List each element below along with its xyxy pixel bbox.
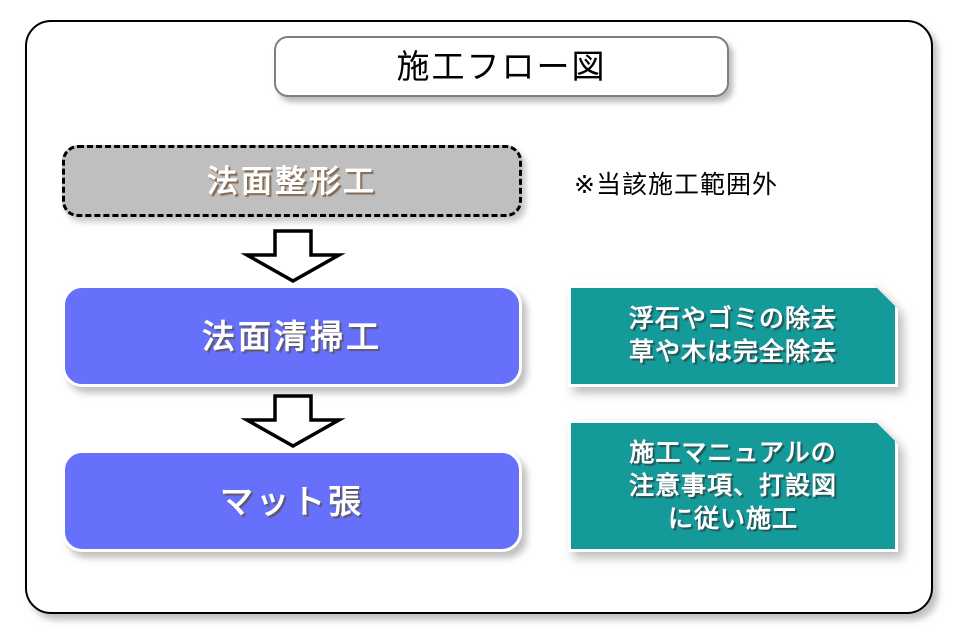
callout-shape: 施工マニュアルの 注意事項、打設図 に従い施工 <box>568 420 898 552</box>
callout-box-mat: 施工マニュアルの 注意事項、打設図 に従い施工 <box>568 420 898 552</box>
page-title: 施工フロー図 <box>396 48 607 85</box>
step-label-mat-laying: マット張 <box>220 482 364 520</box>
step-box-mat-laying: マット張 <box>62 450 522 552</box>
down-arrow-icon <box>240 394 346 449</box>
step-box-slope-cleaning: 法面清掃工 <box>62 285 522 387</box>
scope-note: ※当該施工範囲外 <box>574 171 778 199</box>
callout-text-mat: 施工マニュアルの 注意事項、打設図 に従い施工 <box>628 438 837 533</box>
callout-box-cleaning: 浮石やゴミの除去 草や木は完全除去 <box>568 285 898 387</box>
step-label-slope-shaping: 法面整形工 <box>207 163 377 199</box>
step-box-slope-shaping: 法面整形工 <box>62 145 522 217</box>
diagram-title-box: 施工フロー図 <box>274 36 729 97</box>
callout-text-cleaning: 浮石やゴミの除去 草や木は完全除去 <box>628 305 837 366</box>
down-arrow-icon <box>240 229 346 284</box>
step-label-slope-cleaning: 法面清掃工 <box>202 317 382 355</box>
callout-shape: 浮石やゴミの除去 草や木は完全除去 <box>568 285 898 387</box>
